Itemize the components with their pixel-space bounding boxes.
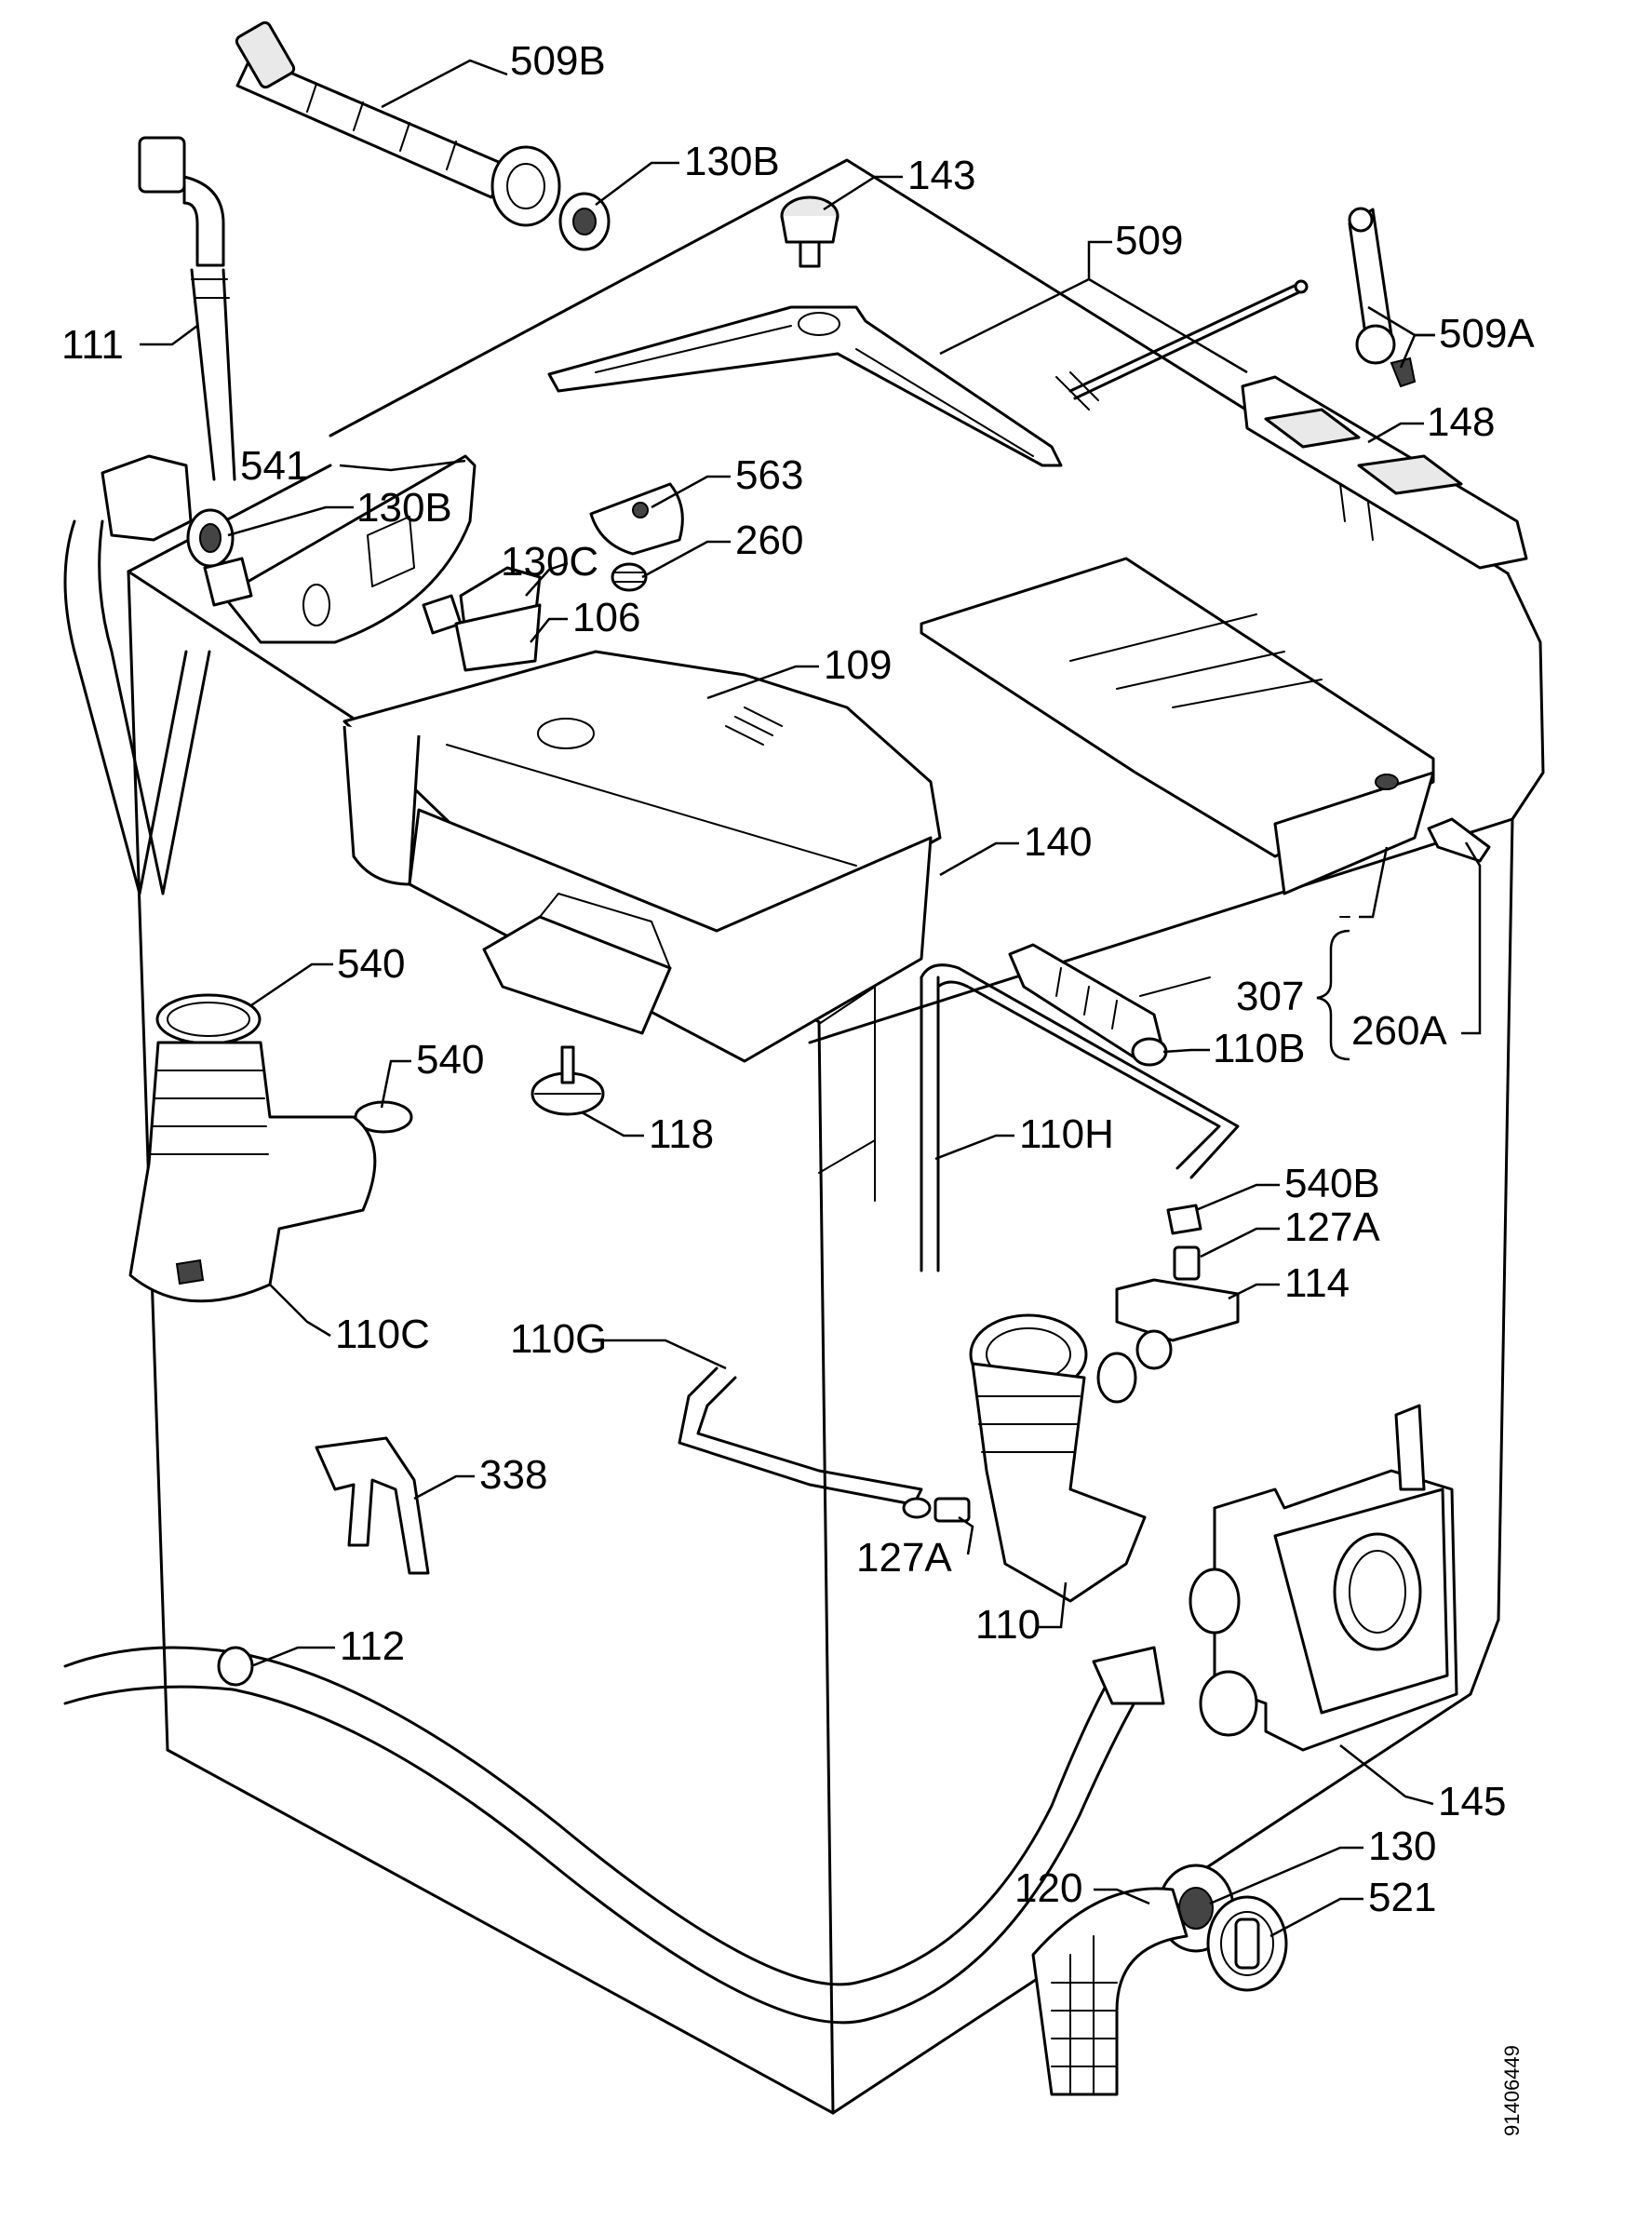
label-307: 307 <box>1236 974 1304 1019</box>
part-110h-tube <box>920 963 1240 1272</box>
part-127a-connector-right <box>1173 1245 1201 1281</box>
part-114-valve <box>1115 1278 1240 1370</box>
part-143-knob <box>780 195 839 268</box>
part-338-clip <box>315 1436 430 1575</box>
part-130c-106-valve <box>422 566 542 672</box>
part-130b-left-ring <box>186 508 235 568</box>
label-110b: 110B <box>1213 1026 1306 1071</box>
part-110g-tube <box>678 1366 932 1519</box>
part-110b-hose <box>1008 943 1168 1067</box>
label-148: 148 <box>1427 399 1495 445</box>
part-540-clamp-ring <box>155 993 262 1045</box>
label-118: 118 <box>649 1111 714 1157</box>
part-541-bracket <box>203 454 477 644</box>
part-509a-hinge <box>1348 207 1417 388</box>
label-110: 110 <box>975 1602 1041 1648</box>
part-111-hose-loop <box>63 454 211 895</box>
part-260-spring <box>611 562 648 592</box>
part-112-drain-hose <box>63 1646 1165 2025</box>
label-509b: 509B <box>510 38 606 84</box>
label-110h: 110H <box>1019 1111 1114 1157</box>
part-540b-clip <box>1166 1204 1202 1235</box>
part-509-rod <box>1055 279 1309 410</box>
part-110c-bellows <box>128 1041 377 1303</box>
label-110c: 110C <box>335 1312 430 1357</box>
part-260a-clip <box>1427 817 1491 863</box>
label-509: 509 <box>1115 218 1183 263</box>
label-109: 109 <box>824 642 892 688</box>
part-118-gear <box>531 1045 605 1116</box>
label-541: 541 <box>240 443 308 489</box>
label-140: 140 <box>1024 819 1092 865</box>
part-dispenser-drawer <box>920 557 1435 895</box>
part-120-filter <box>1031 1887 1189 2096</box>
part-145-pump-housing <box>1189 1404 1458 1752</box>
part-130b-top-ring <box>558 192 611 251</box>
label-540-b: 540 <box>416 1037 484 1083</box>
label-145: 145 <box>1438 1779 1506 1824</box>
leader-lines <box>140 59 1482 1938</box>
document-number: 91406449 <box>1500 2045 1524 2136</box>
part-509-lever-arm <box>547 305 1063 467</box>
label-130b-left: 130B <box>356 485 452 531</box>
label-563: 563 <box>735 452 803 498</box>
label-338: 338 <box>479 1452 547 1498</box>
part-140-drip-tray <box>482 893 672 1035</box>
part-109-dispenser-box <box>342 650 942 1063</box>
label-127a-bottom: 127A <box>856 1535 952 1581</box>
part-148-handle <box>1241 375 1528 570</box>
label-111: 111 <box>61 322 124 368</box>
label-127a-right: 127A <box>1284 1204 1380 1250</box>
label-130: 130 <box>1368 1824 1436 1869</box>
part-563-cam <box>589 482 684 556</box>
part-127a-connector-bottom <box>933 1497 971 1523</box>
part-521-cap <box>1206 1895 1288 1992</box>
label-260a: 260A <box>1351 1008 1447 1054</box>
brace-307 <box>1316 929 1350 1061</box>
label-120: 120 <box>1014 1865 1082 1911</box>
label-521: 521 <box>1368 1875 1436 1920</box>
label-143: 143 <box>907 153 975 198</box>
label-110g: 110G <box>510 1316 607 1362</box>
label-540-a: 540 <box>337 941 405 987</box>
part-509b-inlet-pipe <box>235 20 561 227</box>
part-110-elbow <box>969 1313 1147 1603</box>
label-540b: 540B <box>1284 1161 1380 1206</box>
part-111-inlet-hose <box>138 136 236 481</box>
label-106: 106 <box>572 595 640 640</box>
label-509a: 509A <box>1439 311 1535 357</box>
label-114: 114 <box>1284 1260 1350 1306</box>
label-130b-top: 130B <box>684 139 780 184</box>
label-130c: 130C <box>501 539 598 585</box>
callout-labels: 509B 130B 143 509 509A 111 148 541 130B … <box>61 38 1535 1920</box>
label-260: 260 <box>735 518 803 563</box>
label-112: 112 <box>340 1623 405 1669</box>
